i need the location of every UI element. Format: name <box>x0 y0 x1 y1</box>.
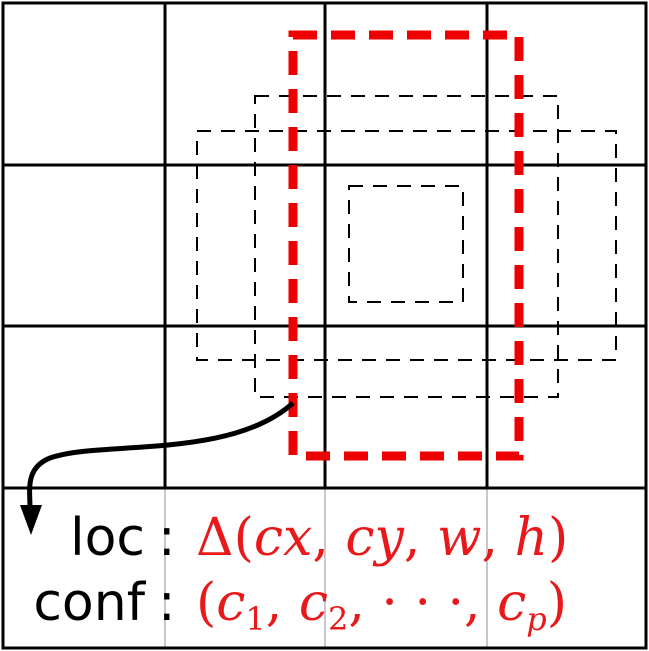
conf-formula: (c1, c2, · · ·, cp) <box>196 573 567 638</box>
default-boxes <box>196 95 617 398</box>
arrow-head-icon <box>20 505 42 535</box>
default-box-wide <box>196 130 617 361</box>
faint-grid-lines <box>164 488 488 648</box>
conf-separator: : <box>158 573 176 633</box>
term-c1: c <box>216 573 245 633</box>
loc-label: loc <box>70 508 145 568</box>
loc-separator: : <box>158 508 176 568</box>
term-cy: cy <box>345 508 404 568</box>
ellipsis: · · · <box>381 573 464 633</box>
term-cp: c <box>497 573 526 633</box>
term-cx: cx <box>254 508 312 568</box>
output-section: loc : Δ(cx, cy, w, h) conf : (c1, c2, · … <box>33 508 568 638</box>
term-w: w <box>437 508 482 568</box>
conf-label: conf <box>33 573 146 633</box>
subscript-p: p <box>526 600 546 638</box>
arrow-curve <box>27 401 295 509</box>
matched-box <box>288 30 524 461</box>
paren-close: ) <box>547 573 567 633</box>
delta-symbol: Δ <box>196 508 234 568</box>
term-c2: c <box>299 573 328 633</box>
term-h: h <box>515 508 549 568</box>
output-arrow <box>20 401 295 535</box>
default-box-small <box>348 185 464 303</box>
default-box-square <box>254 95 559 398</box>
subscript-2: 2 <box>328 600 348 638</box>
paren-close: ) <box>548 508 568 568</box>
paren-open: ( <box>196 573 216 633</box>
paren-open: ( <box>234 508 254 568</box>
subscript-1: 1 <box>245 600 265 638</box>
loc-formula: Δ(cx, cy, w, h) <box>196 508 568 568</box>
